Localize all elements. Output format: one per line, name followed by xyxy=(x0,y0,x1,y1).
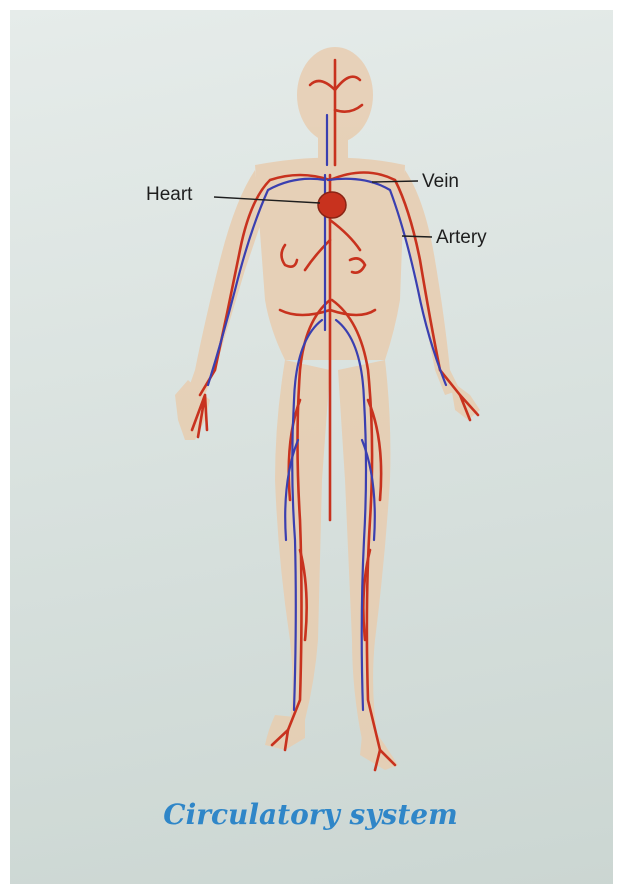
artery-leader-line xyxy=(402,236,432,237)
photo-border-left xyxy=(0,0,10,890)
photo-border-bottom xyxy=(0,884,621,890)
heart-shape xyxy=(318,192,346,218)
heart-label: Heart xyxy=(146,184,192,206)
vein-label: Vein xyxy=(422,171,459,193)
diagram-caption: Circulatory system xyxy=(0,798,621,831)
photo-border-right xyxy=(613,0,621,890)
artery-label: Artery xyxy=(436,227,487,249)
photo-border-top xyxy=(0,0,621,10)
vein-leader-line xyxy=(372,181,418,182)
